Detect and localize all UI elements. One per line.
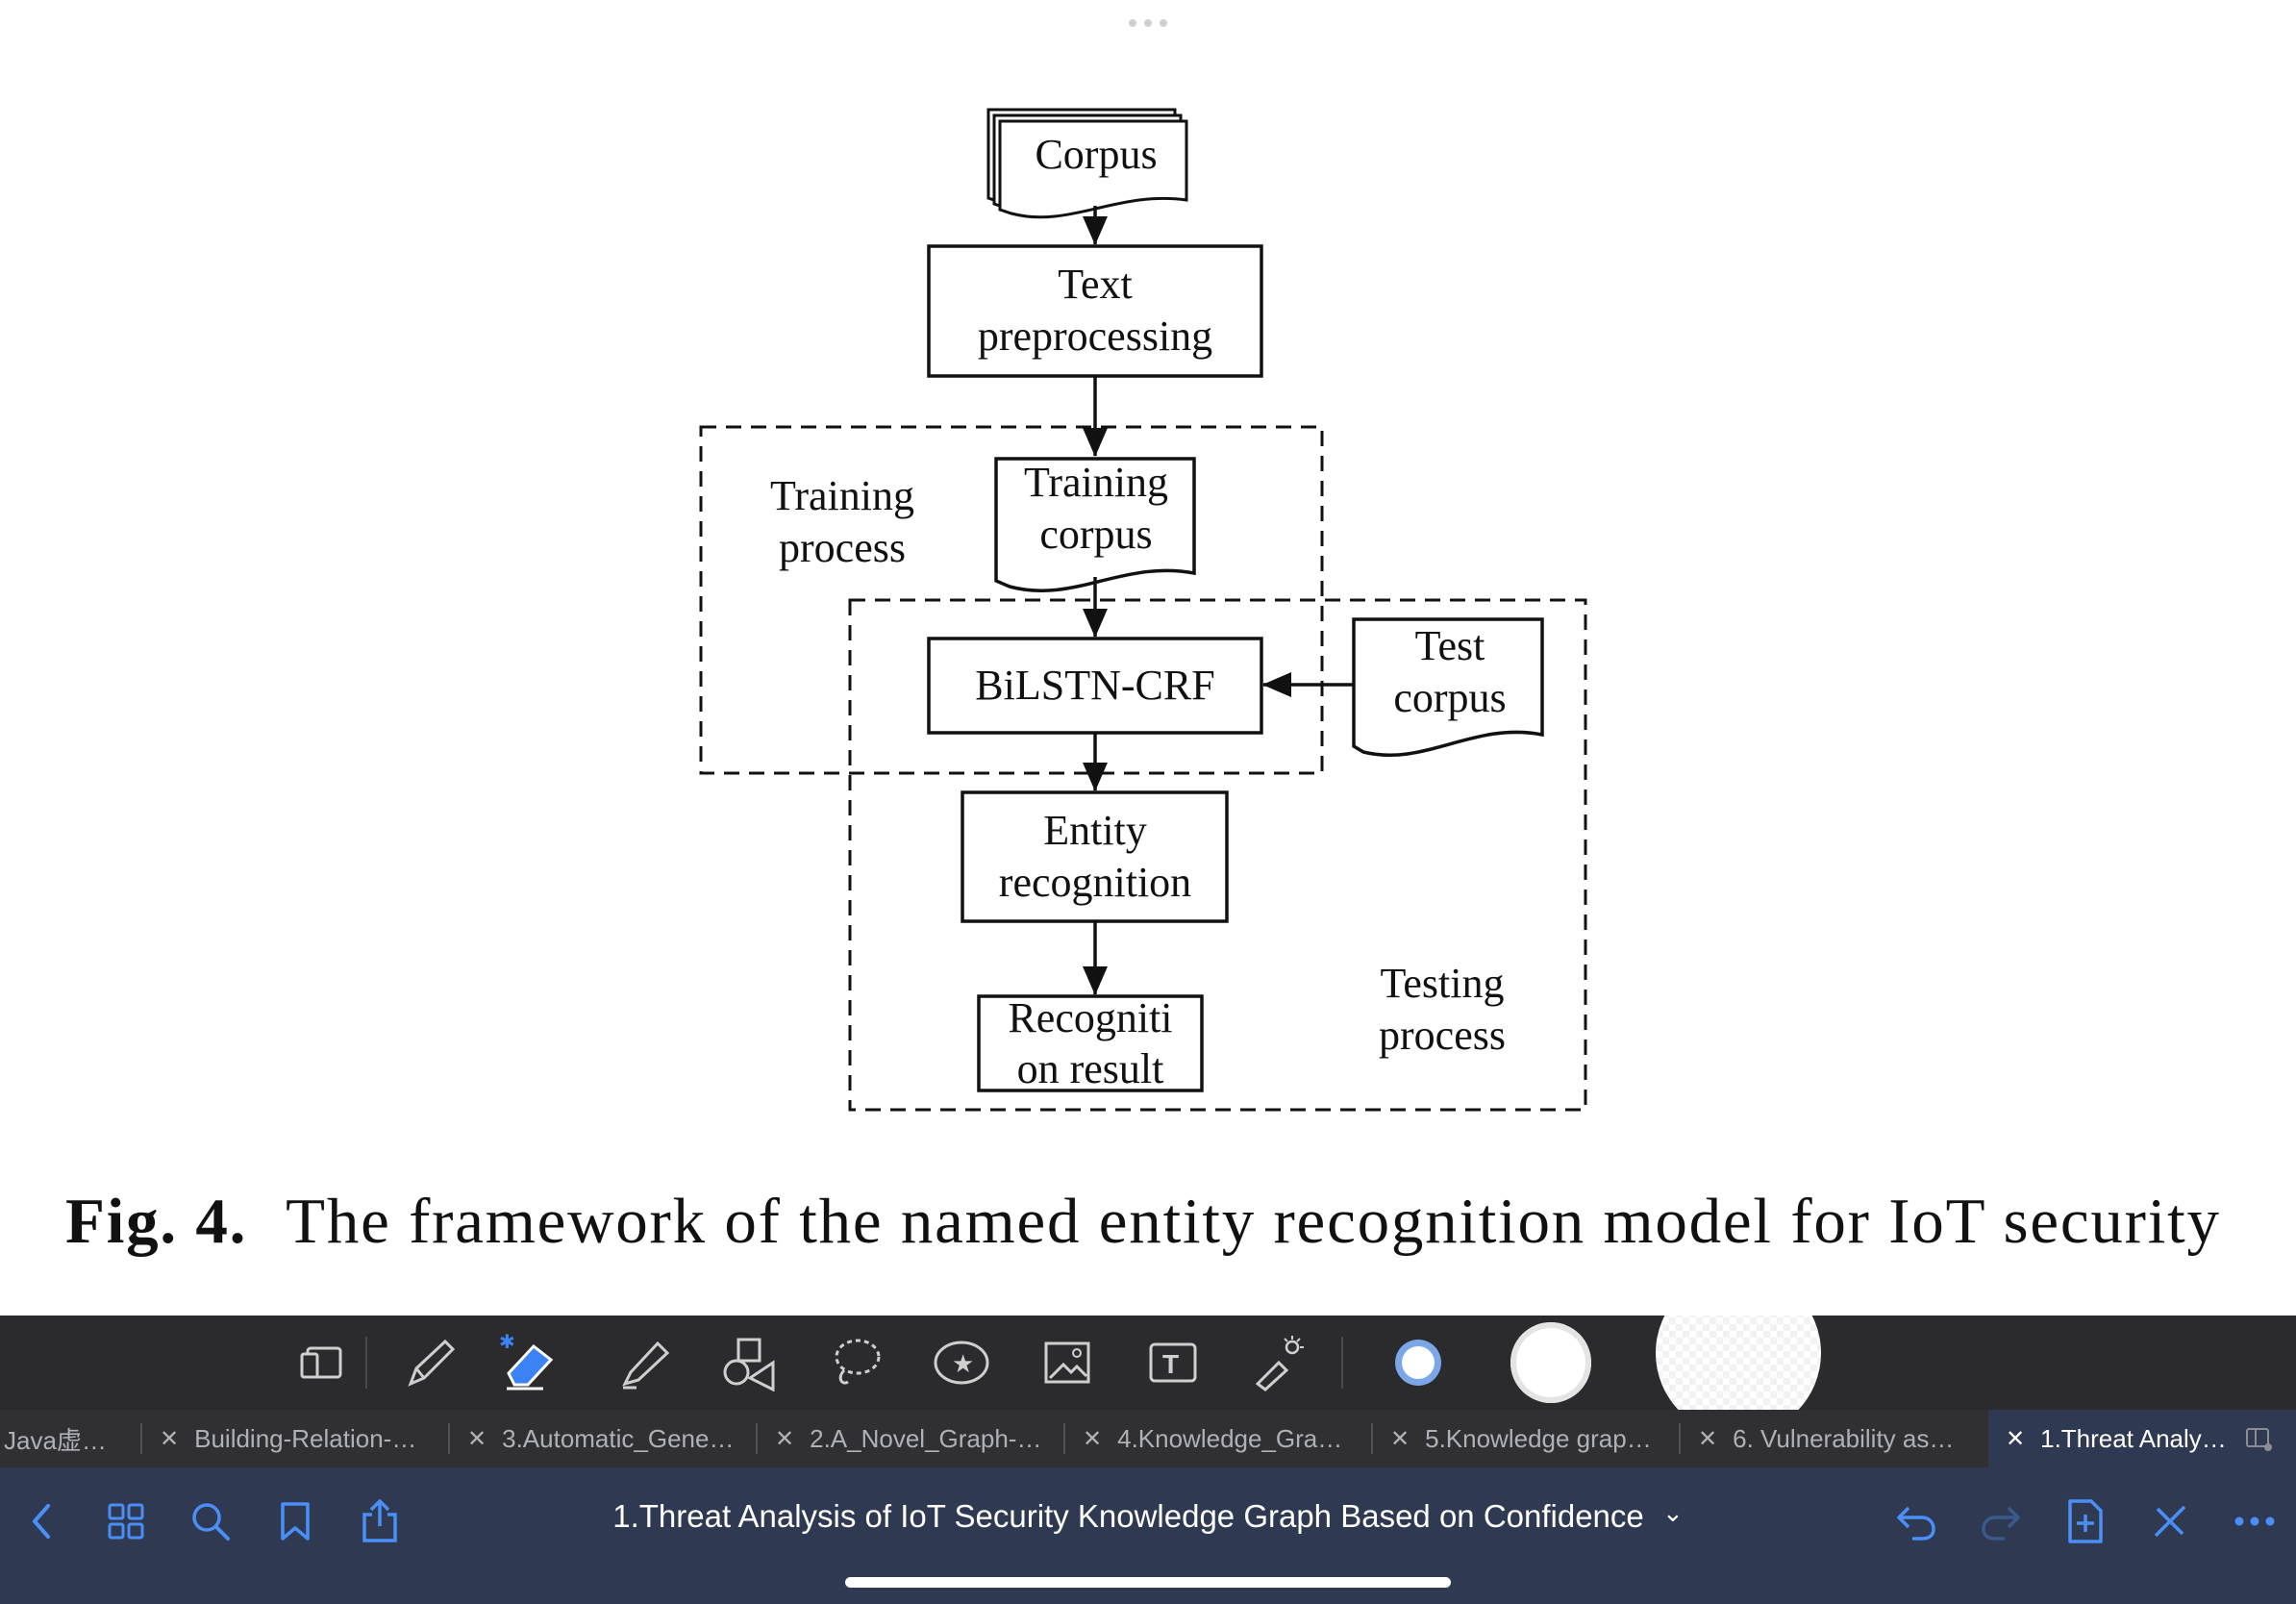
- image-icon[interactable]: [1031, 1316, 1104, 1410]
- sticker-icon[interactable]: ★: [925, 1316, 998, 1410]
- more-options-icon[interactable]: [2229, 1494, 2281, 1548]
- split-view-icon[interactable]: [2244, 1424, 2273, 1453]
- corpus-node: [986, 108, 1188, 219]
- stroke-size-large[interactable]: [1654, 1316, 1823, 1410]
- tab-label: 2.A_Novel_Graph-…: [810, 1423, 1042, 1453]
- test-corpus-line1: Test: [1415, 622, 1485, 669]
- text-box-icon[interactable]: T: [1136, 1316, 1210, 1410]
- tab-knowledge-grap[interactable]: ✕ 5.Knowledge grap…: [1390, 1410, 1679, 1467]
- test-corpus-node: [1352, 617, 1544, 758]
- tab-novel-graph[interactable]: ✕ 2.A_Novel_Graph-…: [775, 1410, 1063, 1467]
- close-icon[interactable]: ✕: [1083, 1425, 1103, 1452]
- tab-knowledge-gra[interactable]: ✕ 4.Knowledge_Gra…: [1083, 1410, 1371, 1467]
- back-chevron-icon[interactable]: [17, 1494, 65, 1548]
- text-preprocessing-node: [927, 244, 1263, 378]
- redo-icon[interactable]: [1975, 1494, 2027, 1548]
- bookmark-icon[interactable]: [271, 1494, 319, 1548]
- tab-label: Building-Relation-…: [194, 1423, 417, 1453]
- close-icon[interactable]: ✕: [160, 1425, 180, 1452]
- close-icon[interactable]: ✕: [1390, 1425, 1410, 1452]
- tab-label: 5.Knowledge grap…: [1425, 1423, 1652, 1453]
- pen-icon[interactable]: [396, 1316, 463, 1410]
- chevron-down-icon[interactable]: ⌄: [1661, 1498, 1684, 1527]
- document-title[interactable]: 1.Threat Analysis of IoT Security Knowle…: [0, 1498, 2296, 1535]
- thumbnails-grid-icon[interactable]: [102, 1494, 150, 1548]
- close-icon[interactable]: ✕: [775, 1425, 795, 1452]
- bilstm-crf-node: [927, 637, 1263, 735]
- recognition-result-line2: on result: [1017, 1045, 1164, 1092]
- recognition-result-node: [977, 994, 1204, 1092]
- close-icon[interactable]: ✕: [1698, 1425, 1718, 1452]
- training-region-line2: process: [779, 524, 906, 571]
- figure-caption: Fig. 4. The framework of the named entity…: [65, 1186, 2220, 1257]
- tab-building-relation[interactable]: ✕ Building-Relation-…: [160, 1410, 448, 1467]
- document-title-text: 1.Threat Analysis of IoT Security Knowle…: [612, 1498, 1644, 1534]
- search-icon[interactable]: [187, 1494, 235, 1548]
- tab-label: 4.Knowledge_Gra…: [1117, 1423, 1343, 1453]
- testing-region-line1: Testing: [1381, 960, 1505, 1007]
- add-page-icon[interactable]: [2059, 1494, 2111, 1548]
- lasso-icon[interactable]: [819, 1316, 892, 1410]
- share-icon[interactable]: [356, 1494, 404, 1548]
- corpus-label: Corpus: [1035, 131, 1157, 178]
- training-corpus-line1: Training: [1024, 459, 1168, 506]
- text-preprocessing-line1: Text: [1058, 261, 1133, 308]
- tab-label: 3.Automatic_Gene…: [502, 1423, 735, 1453]
- close-icon[interactable]: ✕: [2006, 1425, 2026, 1452]
- tab-vulnerability[interactable]: ✕ 6. Vulnerability as…: [1698, 1410, 1986, 1467]
- training-corpus-node: [994, 457, 1196, 592]
- entity-recognition-line1: Entity: [1043, 807, 1147, 854]
- undo-icon[interactable]: [1890, 1494, 1942, 1548]
- training-region-line1: Training: [770, 472, 914, 519]
- annotate-toggle-icon[interactable]: [2144, 1494, 2196, 1548]
- text-preprocessing-line2: preprocessing: [978, 313, 1212, 360]
- tab-label: 1.Threat Analy…: [2040, 1423, 2227, 1453]
- eraser-icon[interactable]: ✱: [490, 1316, 567, 1410]
- figure-caption-label: Fig. 4.: [65, 1186, 245, 1257]
- training-process-region: [699, 425, 1324, 775]
- tab-threat-analysis[interactable]: ✕ 1.Threat Analy…: [1988, 1410, 2296, 1467]
- multitasking-dots-icon[interactable]: [1129, 19, 1167, 27]
- recognition-result-line1: Recogniti: [1008, 994, 1172, 1041]
- bilstm-crf-label: BiLSTN-CRF: [975, 662, 1214, 709]
- bottom-navigation-bar: 1.Threat Analysis of IoT Security Knowle…: [0, 1467, 2296, 1604]
- tab-label: Java虚…: [4, 1425, 107, 1455]
- svg-text:✱: ✱: [499, 1332, 515, 1353]
- test-corpus-line2: corpus: [1393, 674, 1506, 721]
- home-indicator[interactable]: [845, 1577, 1451, 1588]
- entity-recognition-node: [961, 790, 1229, 923]
- shapes-icon[interactable]: [713, 1316, 786, 1410]
- training-corpus-line2: corpus: [1039, 511, 1152, 558]
- tab-java[interactable]: Java虚…: [0, 1410, 142, 1467]
- svg-text:T: T: [1162, 1349, 1179, 1379]
- figure-caption-text: The framework of the named entity recogn…: [286, 1186, 2219, 1257]
- stroke-size-small[interactable]: [1508, 1316, 1594, 1410]
- tab-automatic-gene[interactable]: ✕ 3.Automatic_Gene…: [467, 1410, 756, 1467]
- color-swatch-selected[interactable]: [1385, 1316, 1452, 1410]
- document-tab-bar: Java虚… ✕ Building-Relation-… ✕ 3.Automatic…: [0, 1410, 2296, 1467]
- laser-pointer-icon[interactable]: [1242, 1316, 1315, 1410]
- testing-region-line2: process: [1379, 1012, 1506, 1059]
- close-icon[interactable]: ✕: [467, 1425, 487, 1452]
- annotation-toolbar: ✱ ★ T: [0, 1316, 2296, 1410]
- svg-text:★: ★: [952, 1349, 974, 1378]
- testing-process-region: [848, 598, 1587, 1112]
- entity-recognition-line2: recognition: [999, 859, 1191, 906]
- page-view-icon[interactable]: [288, 1316, 356, 1410]
- highlighter-icon[interactable]: [608, 1316, 681, 1410]
- tab-label: 6. Vulnerability as…: [1733, 1423, 1955, 1453]
